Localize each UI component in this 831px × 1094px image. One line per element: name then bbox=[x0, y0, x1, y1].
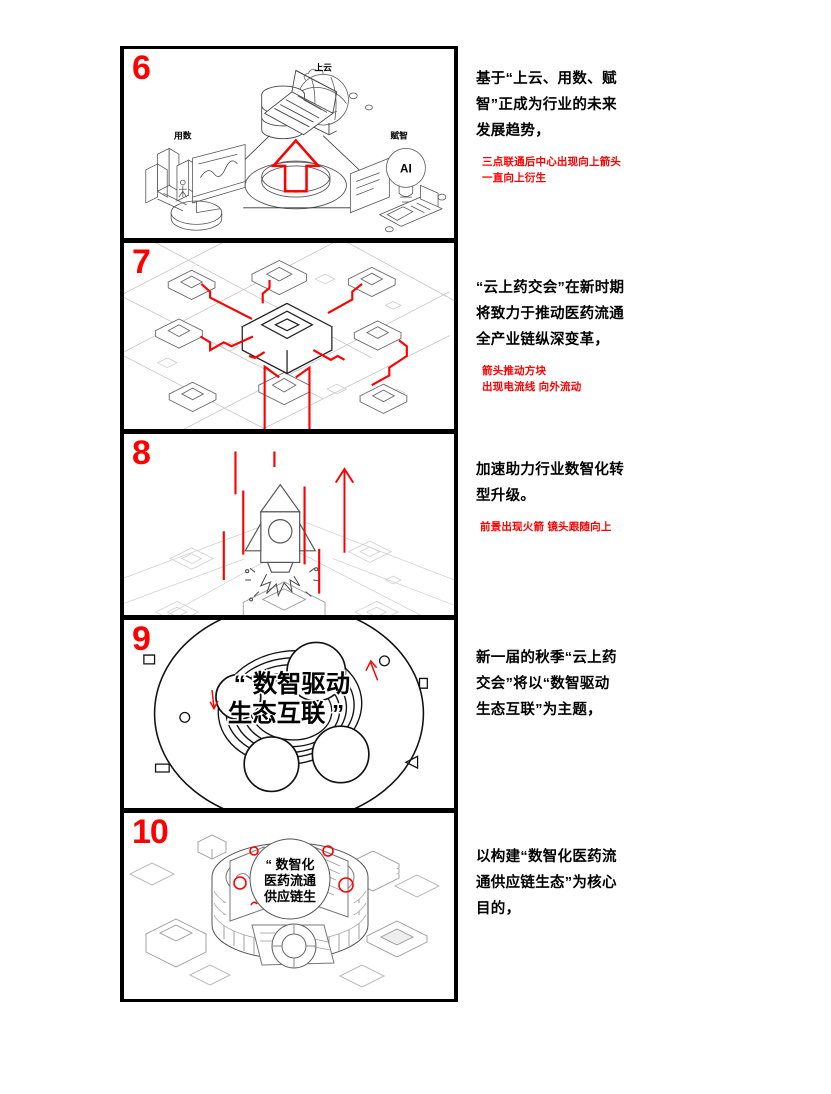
panel-6-label-left: 用数 bbox=[173, 130, 192, 141]
panel-6-label-top: 上云 bbox=[314, 61, 332, 72]
narration-text-7: “云上药交会”在新时期将致力于推动医药流通全产业链纵深变革， bbox=[476, 280, 625, 348]
center-medallion bbox=[249, 838, 331, 920]
narration-text-10: 以构建“数智化医药流通供应链生态”为核心目的， bbox=[476, 849, 617, 917]
panel-9-illustration: “ 数智驱动 生态互联 ” bbox=[143, 620, 428, 808]
storyboard-panel-6[interactable]: 6 bbox=[124, 49, 454, 243]
direction-note-8: 前景出现火箭 镜头跟随向上 bbox=[480, 521, 612, 533]
panel-6-label-bulb: AI bbox=[400, 163, 412, 176]
panel-number-10: 10 bbox=[132, 813, 169, 851]
orbiting-spheres bbox=[215, 641, 370, 793]
panel-8-illustration bbox=[124, 451, 454, 615]
red-up-arrow-icon bbox=[270, 138, 322, 193]
panel-9-theme-line2: 生态互联 ” bbox=[228, 699, 344, 727]
panel-10-core-line2: 医药流通 bbox=[264, 873, 316, 888]
panel-9-theme-line1: “ 数智驱动 bbox=[234, 670, 350, 698]
storyboard-frame: 6 bbox=[120, 46, 458, 1002]
panel-7-illustration bbox=[124, 243, 454, 429]
red-highlight-rings bbox=[233, 845, 354, 906]
narration-text-8: 加速助力行业数智化转型升级。 bbox=[476, 462, 624, 504]
narration-block-9: 新一届的秋季“云上药交会”将以“数智驱动 生态互联”为主题， bbox=[476, 645, 636, 733]
panel-6-label-right: 赋智 bbox=[390, 130, 408, 141]
panel-10-core-line3: 供应链生 bbox=[263, 889, 316, 904]
rocket-icon bbox=[244, 483, 317, 573]
panel-number-8: 8 bbox=[132, 434, 151, 472]
red-motion-arrows bbox=[209, 659, 379, 711]
narration-column: 基于“上云、用数、赋智”正成为行业的未来发展趋势， 三点联通后中心出现向上箭头 … bbox=[476, 46, 776, 1002]
narration-block-10: 以构建“数智化医药流通供应链生态”为核心目的， bbox=[476, 844, 636, 932]
red-speed-lines bbox=[222, 451, 321, 594]
storyboard-panel-8[interactable]: 8 bbox=[124, 434, 454, 620]
storyboard-panel-9[interactable]: 9 bbox=[124, 620, 454, 813]
direction-note-6: 三点联通后中心出现向上箭头 一直向上衍生 bbox=[482, 156, 622, 184]
panel-number-6: 6 bbox=[132, 49, 151, 87]
panel-10-illustration: “ 数智化 医药流通 供应链生 bbox=[128, 834, 441, 988]
narration-block-6: 基于“上云、用数、赋智”正成为行业的未来发展趋势， 三点联通后中心出现向上箭头 … bbox=[476, 66, 636, 186]
panel-number-9: 9 bbox=[132, 620, 151, 658]
narration-block-8: 加速助力行业数智化转型升级。 前景出现火箭 镜头跟随向上 bbox=[476, 457, 636, 535]
panel-number-7: 7 bbox=[132, 243, 151, 281]
horizon-circle bbox=[153, 620, 425, 808]
red-upward-arrow-icon bbox=[334, 467, 355, 553]
storyboard-panel-10[interactable]: 10 bbox=[124, 813, 454, 999]
panel-10-core-line1: “ 数智化 bbox=[265, 857, 314, 872]
narration-text-9: 新一届的秋季“云上药交会”将以“数智驱动 生态互联”为主题， bbox=[476, 650, 617, 718]
red-circuit-traces bbox=[199, 280, 408, 429]
direction-note-7: 箭头推动方块 出现电流线 向外流动 bbox=[482, 365, 582, 393]
narration-block-7: “云上药交会”在新时期将致力于推动医药流通全产业链纵深变革， 箭头推动方块 出现… bbox=[476, 275, 636, 395]
panel-6-illustration: 上云 用数 赋智 AI bbox=[145, 61, 447, 233]
narration-text-6: 基于“上云、用数、赋智”正成为行业的未来发展趋势， bbox=[476, 71, 617, 139]
storyboard-panel-7[interactable]: 7 bbox=[124, 243, 454, 434]
